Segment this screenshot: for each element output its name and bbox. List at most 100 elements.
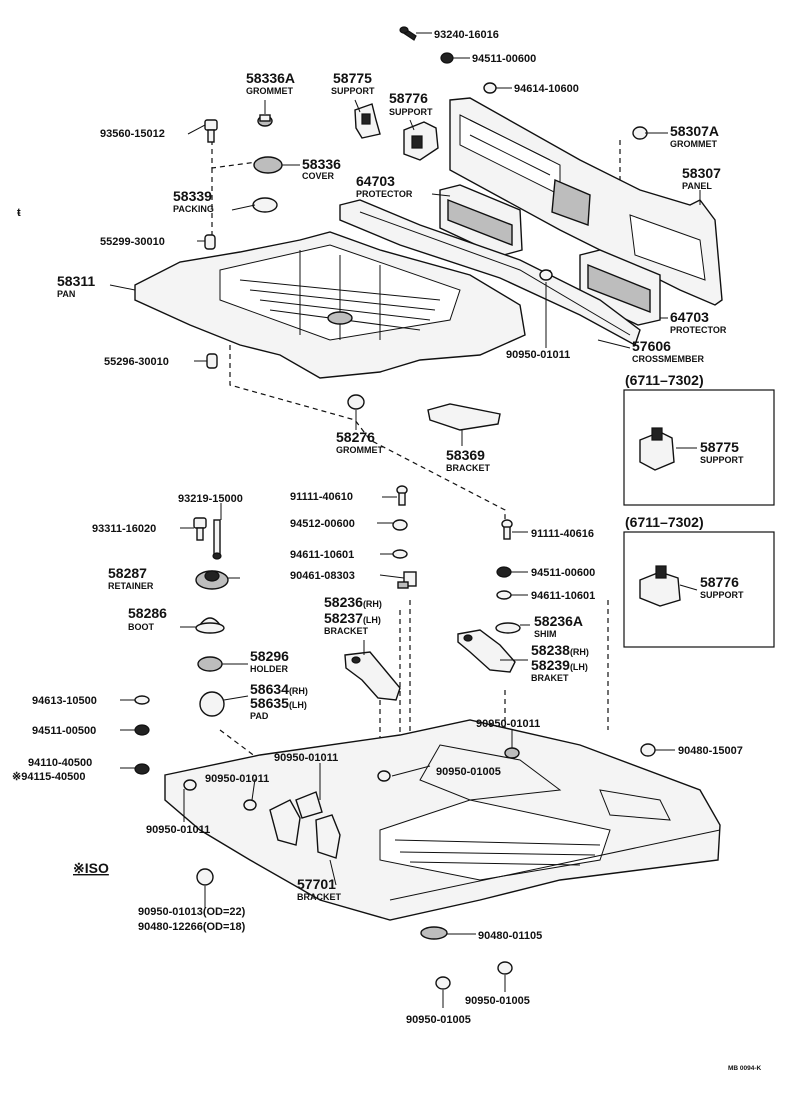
inset1-number: 58775 bbox=[700, 439, 739, 455]
inset2-range: (6711–7302) bbox=[625, 514, 704, 530]
bolt-91111-40616-icon bbox=[501, 519, 513, 540]
pan-58311-icon bbox=[134, 231, 526, 379]
label-64703-upper-name: PROTECTOR bbox=[356, 189, 413, 199]
label-58307-number: 58307 bbox=[682, 165, 721, 181]
plug-90950-01005-c-icon bbox=[497, 961, 513, 975]
stray-mark: ŧ bbox=[17, 207, 21, 219]
label-90950-01011-c: 90950-01011 bbox=[274, 752, 338, 764]
label-90480-01105: 90480-01105 bbox=[478, 930, 542, 942]
label-58635-suffix: (LH) bbox=[289, 700, 307, 710]
label-64703-lower-name: PROTECTOR bbox=[670, 325, 727, 335]
label-91111-40610: 91111-40610 bbox=[290, 491, 353, 503]
label-58239-suffix: (LH) bbox=[570, 662, 588, 672]
label-58311-name: PAN bbox=[57, 289, 75, 299]
label-94511-00600-top: 94511-00600 bbox=[472, 53, 536, 65]
label-64703-lower-number: 64703 bbox=[670, 309, 709, 325]
label-94110-40500: 94110-40500 bbox=[28, 757, 92, 769]
label-90950-01013: 90950-01013(OD=22) bbox=[138, 906, 246, 918]
label-58336-name: COVER bbox=[302, 171, 335, 181]
label-90950-01011-b: 90950-01011 bbox=[476, 718, 540, 730]
label-58336a-name: GROMMET bbox=[246, 86, 293, 96]
label-58339-name: PACKING bbox=[173, 204, 214, 214]
label-58634-part: 58634 bbox=[250, 681, 289, 697]
bolt-91111-40610-icon bbox=[396, 485, 408, 506]
label-58307a-number: 58307A bbox=[670, 123, 719, 139]
plug-90480-15007-icon bbox=[640, 743, 656, 757]
plug-90480-01105-icon bbox=[420, 926, 448, 940]
label-58776-name: SUPPORT bbox=[389, 107, 433, 117]
floor-panel-icon bbox=[164, 719, 721, 921]
label-93560-15012: 93560-15012 bbox=[100, 128, 165, 140]
bolt-top-icon bbox=[399, 26, 417, 41]
reference-code: MB 0094-K bbox=[728, 1065, 762, 1072]
plug-55299-icon bbox=[204, 234, 216, 250]
nut-94110-icon bbox=[134, 763, 150, 775]
washer-top-icon bbox=[483, 82, 497, 94]
label-58236a-number: 58236A bbox=[534, 613, 583, 629]
label-58635-part: 58635 bbox=[250, 695, 289, 711]
label-58236a-name: SHIM bbox=[534, 629, 557, 639]
label-58634-suffix: (RH) bbox=[289, 686, 308, 696]
boot-58286-icon bbox=[195, 617, 225, 634]
inset1-name: SUPPORT bbox=[700, 455, 744, 465]
label-57701-number: 57701 bbox=[297, 876, 336, 892]
panel-58307-icon bbox=[449, 97, 723, 306]
label-58336a-number: 58336A bbox=[246, 70, 295, 86]
inset-support-58775-icon bbox=[639, 427, 675, 471]
label-58276-name: GROMMET bbox=[336, 445, 383, 455]
protector-64703-upper-icon bbox=[439, 184, 523, 257]
label-58296-number: 58296 bbox=[250, 648, 289, 664]
label-58286-number: 58286 bbox=[128, 605, 167, 621]
label-58236-part: 58236 bbox=[324, 594, 363, 610]
label-58339-number: 58339 bbox=[173, 188, 212, 204]
label-90950-01005-a: 90950-01005 bbox=[436, 766, 501, 778]
bolt-93560-icon bbox=[204, 119, 218, 143]
label-90461-08303: 90461-08303 bbox=[290, 570, 355, 582]
label-58336-number: 58336 bbox=[302, 156, 341, 172]
label-58307-name: PANEL bbox=[682, 181, 712, 191]
nut-94511-mid-icon bbox=[496, 566, 512, 578]
iso-note: ※ISO bbox=[73, 860, 109, 876]
bolt-93311-icon bbox=[193, 517, 207, 541]
grommet-58307a-icon bbox=[632, 126, 648, 140]
label-58775-name: SUPPORT bbox=[331, 86, 375, 96]
label-94611-10601-b: 94611-10601 bbox=[531, 590, 595, 602]
plug-90950-01013-icon bbox=[196, 868, 214, 886]
label-58634-number: 58634(RH) bbox=[250, 681, 308, 697]
packing-58339-icon bbox=[252, 197, 278, 213]
grommet-58276-icon bbox=[347, 394, 365, 410]
plug-90950-01005-b-icon bbox=[435, 976, 451, 990]
inset-box-1 bbox=[623, 389, 775, 506]
cover-58336-icon bbox=[253, 156, 283, 174]
label-90480-12266: 90480-12266(OD=18) bbox=[138, 921, 246, 933]
inset-support-58776-icon bbox=[639, 565, 681, 607]
washer-94611-b-icon bbox=[496, 590, 512, 600]
label-94511-00600-mid: 94511-00600 bbox=[531, 567, 595, 579]
support-58775-icon bbox=[354, 103, 381, 139]
label-90950-01005-c: 90950-01005 bbox=[406, 1014, 471, 1026]
label-58776-number: 58776 bbox=[389, 90, 428, 106]
label-58311-number: 58311 bbox=[57, 273, 95, 289]
label-94512-00600: 94512-00600 bbox=[290, 518, 355, 530]
inset1-range: (6711–7302) bbox=[625, 372, 704, 388]
bracket-58238-icon bbox=[457, 629, 516, 673]
screw-93219-icon bbox=[212, 519, 222, 560]
nut-94511-low-icon bbox=[134, 724, 150, 736]
crossmember-57606-icon bbox=[339, 199, 641, 347]
label-58239-part: 58239 bbox=[531, 657, 570, 673]
label-58236-number: 58236(RH) bbox=[324, 594, 382, 610]
label-58239-name: BRAKET bbox=[531, 673, 569, 683]
inset-box-2 bbox=[623, 531, 775, 648]
label-58237-number: 58237(LH) bbox=[324, 610, 381, 626]
label-57606-name: CROSSMEMBER bbox=[632, 354, 705, 364]
label-57701-name: BRACKET bbox=[297, 892, 342, 902]
label-58238-suffix: (RH) bbox=[570, 647, 589, 657]
label-90950-01011-d: 90950-01011 bbox=[205, 773, 269, 785]
label-58307a-name: GROMMET bbox=[670, 139, 717, 149]
label-57606-number: 57606 bbox=[632, 338, 671, 354]
label-58237-part: 58237 bbox=[324, 610, 363, 626]
grommet-58336a-icon bbox=[257, 114, 273, 127]
label-58287-number: 58287 bbox=[108, 565, 147, 581]
label-58236-suffix: (RH) bbox=[363, 599, 382, 609]
